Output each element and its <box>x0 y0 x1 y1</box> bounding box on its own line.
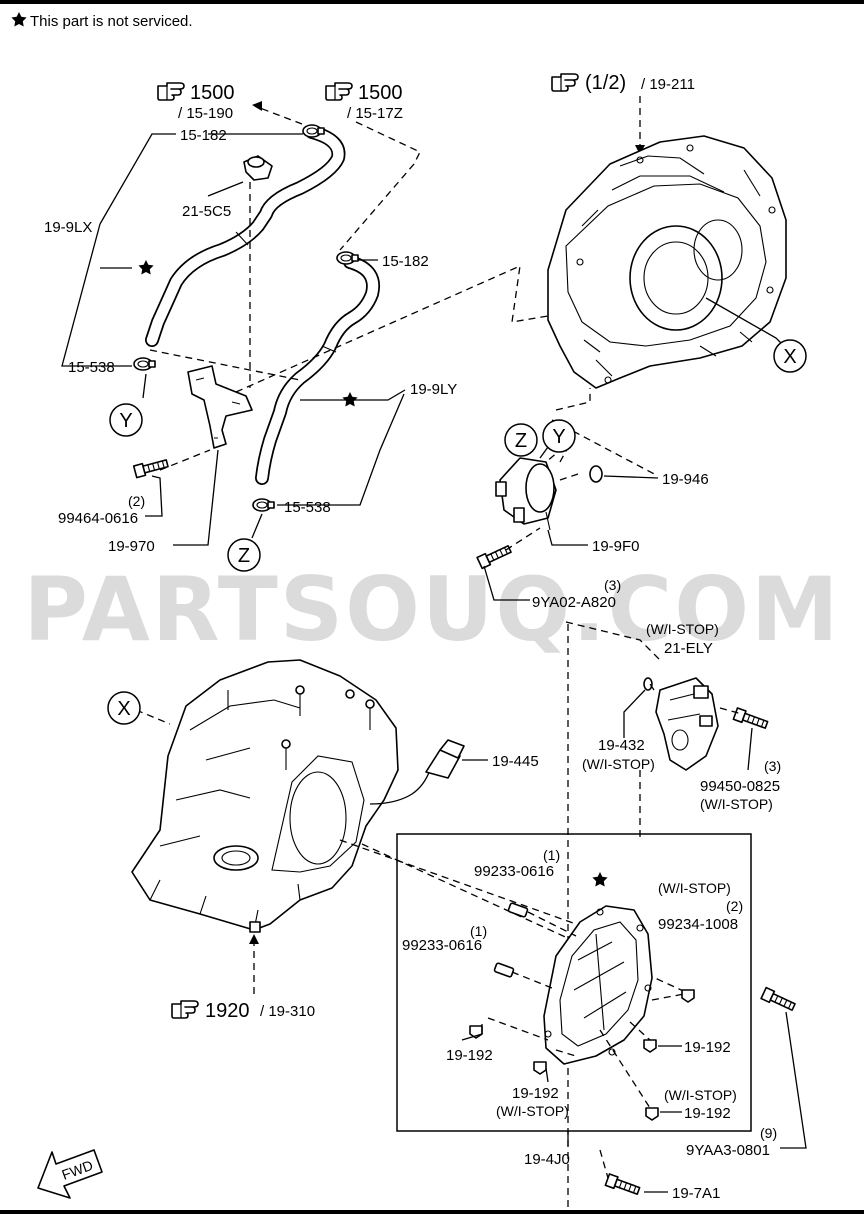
callout-z-left[interactable]: Z <box>227 538 261 572</box>
cover-19-4j0 <box>543 905 653 1065</box>
label-w-i-stop: (W/I-STOP) <box>664 1087 737 1103</box>
label-15-538[interactable]: 15-538 <box>68 359 115 376</box>
label-qty: (1) <box>543 847 560 863</box>
o-ring-19-946 <box>589 465 603 483</box>
label-w-i-stop: (W/I-STOP) <box>582 756 655 772</box>
ref-12-19211[interactable]: (1/2) / 19-211 <box>551 72 695 94</box>
label-19-970[interactable]: 19-970 <box>108 538 155 555</box>
part-labels: 15-182 21-5C5 19-9LX 15-182 15-538 19-9L… <box>44 127 781 1202</box>
callout-y-right[interactable]: Y <box>542 419 576 453</box>
callout-z-right[interactable]: Z <box>504 423 538 457</box>
callout-y-left[interactable]: Y <box>109 403 143 437</box>
label-19-9lx[interactable]: 19-9LX <box>44 219 92 236</box>
note-text: This part is not serviced. <box>30 13 193 30</box>
label-qty: (3) <box>764 758 781 774</box>
transaxle-case-upper <box>547 135 787 389</box>
label-9ya02-a820[interactable]: 9YA02-A820 <box>532 594 616 611</box>
label-15-182[interactable]: 15-182 <box>180 127 227 144</box>
ref-main: 1500 <box>190 82 235 104</box>
label-w-i-stop: (W/I-STOP) <box>700 796 773 812</box>
label-qty: (2) <box>726 898 743 914</box>
callout-x-upper[interactable]: X <box>773 339 807 373</box>
label-99233-0616[interactable]: 99233-0616 <box>402 937 482 954</box>
hose-19-9lx <box>145 125 346 347</box>
label-21-ely[interactable]: 21-ELY <box>664 640 713 657</box>
bottom-rule <box>0 1210 864 1214</box>
svg-text:X: X <box>783 346 796 368</box>
top-rule <box>0 0 864 4</box>
ref-sub: / 15-17Z <box>347 105 403 122</box>
sensor-19-445 <box>369 739 465 805</box>
note: This part is not serviced. <box>11 12 193 30</box>
label-w-i-stop: (W/I-STOP) <box>658 880 731 896</box>
callout-x-lower[interactable]: X <box>107 691 141 725</box>
oil-pump-21-ely <box>655 677 719 771</box>
ref-1500-15190[interactable]: 1500 / 15-190 <box>157 82 235 122</box>
svg-text:Z: Z <box>515 430 527 452</box>
label-qty: (2) <box>128 493 145 509</box>
label-15-538[interactable]: 15-538 <box>284 499 331 516</box>
label-19-445[interactable]: 19-445 <box>492 753 539 770</box>
label-qty: (3) <box>604 577 621 593</box>
label-99234-1008[interactable]: 99234-1008 <box>658 916 738 933</box>
fwd-arrow-icon: FWD <box>37 1149 103 1199</box>
label-w-i-stop: (W/I-STOP) <box>496 1103 569 1119</box>
sensor-21-5c5 <box>243 155 273 181</box>
cover-frame <box>396 833 752 1132</box>
label-qty: (9) <box>760 1125 777 1141</box>
label-19-192[interactable]: 19-192 <box>684 1039 731 1056</box>
label-21-5c5[interactable]: 21-5C5 <box>182 203 231 220</box>
label-19-946[interactable]: 19-946 <box>662 471 709 488</box>
ref-sub: / 15-190 <box>178 105 233 122</box>
ref-main: (1/2) <box>585 72 626 94</box>
label-9yaa3-0801[interactable]: 9YAA3-0801 <box>686 1142 770 1159</box>
label-19-4j0[interactable]: 19-4J0 <box>524 1151 570 1168</box>
filter-19-9f0 <box>495 457 557 531</box>
label-19-9f0[interactable]: 19-9F0 <box>592 538 640 555</box>
label-99450-0825[interactable]: 99450-0825 <box>700 778 780 795</box>
ref-sub: / 19-211 <box>641 76 695 93</box>
bracket-19-970 <box>187 365 253 449</box>
label-19-192[interactable]: 19-192 <box>684 1105 731 1122</box>
ref-main: 1920 <box>205 1000 250 1022</box>
svg-text:X: X <box>117 698 130 720</box>
label-19-432[interactable]: 19-432 <box>598 737 645 754</box>
label-99464-0616[interactable]: 99464-0616 <box>58 510 138 527</box>
hose-19-9ly <box>255 255 380 485</box>
label-19-192[interactable]: 19-192 <box>446 1047 493 1064</box>
ref-main: 1500 <box>358 82 403 104</box>
o-ring-19-432 <box>643 677 653 691</box>
ref-1920-19310[interactable]: 1920 / 19-310 <box>171 1000 315 1022</box>
watermark: PARTSOUQ.COM <box>23 558 840 661</box>
svg-text:Y: Y <box>552 426 565 448</box>
label-qty: (1) <box>470 923 487 939</box>
label-15-182[interactable]: 15-182 <box>382 253 429 270</box>
ref-sub: / 19-310 <box>260 1003 315 1020</box>
svg-text:Y: Y <box>119 410 132 432</box>
label-19-192[interactable]: 19-192 <box>512 1085 559 1102</box>
label-99233-0616[interactable]: 99233-0616 <box>474 863 554 880</box>
label-19-9ly[interactable]: 19-9LY <box>410 381 457 398</box>
label-19-7a1[interactable]: 19-7A1 <box>672 1185 720 1202</box>
transaxle-case-lower <box>131 659 399 933</box>
ref-1500-1517z[interactable]: 1500 / 15-17Z <box>325 82 403 122</box>
svg-text:Z: Z <box>238 545 250 567</box>
label-w-i-stop: (W/I-STOP) <box>646 621 719 637</box>
